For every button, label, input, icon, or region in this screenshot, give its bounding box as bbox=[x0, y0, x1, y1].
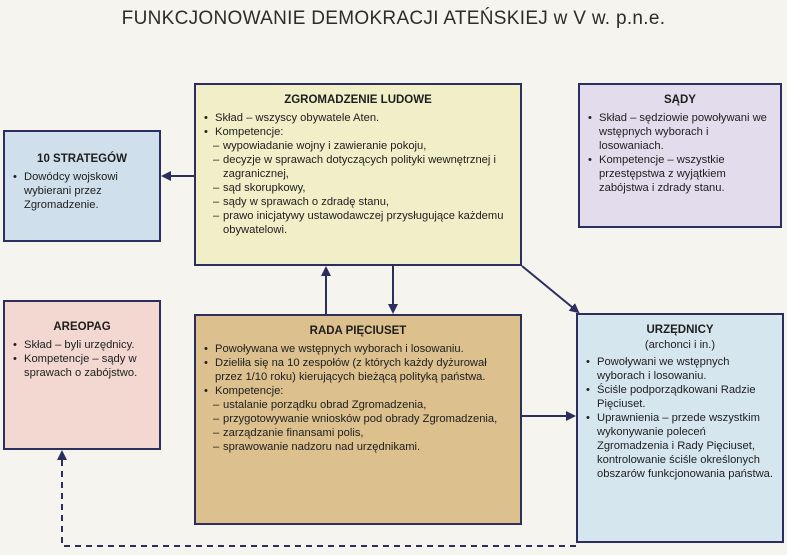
urzednicy-box: URZĘDNICY (archonci i in.) Powoływani we… bbox=[576, 313, 784, 543]
urzednicy-subheading: (archonci i in.) bbox=[644, 339, 716, 351]
dash-item: prawo inicjatywy ustawodawczej przysługu… bbox=[204, 209, 512, 237]
bullet-item: Dowódcy wojskowi wybierani przez Zgromad… bbox=[13, 170, 151, 212]
sady-box: SĄDY Skład – sędziowie powoływani we wst… bbox=[578, 83, 782, 228]
areopag-heading: AREOPAG bbox=[53, 321, 111, 333]
bullet-item: Dzieliła się na 10 zespołów (z których k… bbox=[204, 356, 512, 384]
bullet-item: Skład – wszyscy obywatele Aten. bbox=[204, 111, 512, 125]
rada-list: Powoływana we wstępnych wyborach i losow… bbox=[204, 342, 512, 454]
bullet-item: Kompetencje – wszystkie przestępstwa z w… bbox=[588, 153, 772, 195]
dash-item: wypowiadanie wojny i zawieranie pokoju, bbox=[204, 139, 512, 153]
urzednicy-heading: URZĘDNICY bbox=[646, 324, 714, 336]
bullet-item: Kompetencje – sądy w sprawach o zabójstw… bbox=[13, 352, 151, 380]
bullet-item: Kompetencje: bbox=[204, 384, 512, 398]
bullet-item: Powoływani we wstępnych wyborach i losow… bbox=[586, 355, 774, 383]
areopag-list: Skład – byli urzędnicy.Kompetencje – sąd… bbox=[13, 338, 151, 380]
rada-pieciuset-box: RADA PIĘCIUSET Powoływana we wstępnych w… bbox=[194, 314, 522, 525]
zgromadzenie-heading: ZGROMADZENIE LUDOWE bbox=[284, 94, 432, 106]
bullet-item: Uprawnienia – przede wszystkim wykonywan… bbox=[586, 411, 774, 481]
rada-heading: RADA PIĘCIUSET bbox=[309, 325, 407, 337]
page-title: FUNKCJONOWANIE DEMOKRACJI ATEŃSKIEJ w V … bbox=[121, 8, 666, 29]
areopag-box: AREOPAG Skład – byli urzędnicy.Kompetenc… bbox=[3, 300, 161, 450]
strategow-list: Dowódcy wojskowi wybierani przez Zgromad… bbox=[13, 170, 151, 212]
dash-item: sąd skorupkowy, bbox=[204, 181, 512, 195]
dash-item: sprawowanie nadzoru nad urzędnikami. bbox=[204, 440, 512, 454]
dash-item: sądy w sprawach o zdradę stanu, bbox=[204, 195, 512, 209]
sady-heading: SĄDY bbox=[664, 94, 696, 106]
dash-item: przygotowywanie wniosków pod obrady Zgro… bbox=[204, 412, 512, 426]
bullet-item: Ściśle podporządkowani Radzie Pięciuset. bbox=[586, 383, 774, 411]
dash-item: zarządzanie finansami polis, bbox=[204, 426, 512, 440]
dash-item: ustalanie porządku obrad Zgromadzenia, bbox=[204, 398, 512, 412]
dash-item: decyzje w sprawach dotyczących polityki … bbox=[204, 153, 512, 181]
zgromadzenie-ludowe-box: ZGROMADZENIE LUDOWE Skład – wszyscy obyw… bbox=[194, 83, 522, 266]
strategow-heading: 10 STRATEGÓW bbox=[37, 153, 127, 165]
strategow-box: 10 STRATEGÓW Dowódcy wojskowi wybierani … bbox=[3, 130, 161, 242]
arrow-urzednicy-to-areopag-dashed bbox=[57, 450, 576, 547]
sady-list: Skład – sędziowie powoływani we wstępnyc… bbox=[588, 111, 772, 195]
arrow-zgromadzenie-to-urzednicy bbox=[521, 265, 580, 314]
bullet-item: Kompetencje: bbox=[204, 125, 512, 139]
bullet-item: Skład – sędziowie powoływani we wstępnyc… bbox=[588, 111, 772, 153]
zgromadzenie-list: Skład – wszyscy obywatele Aten.Kompetenc… bbox=[204, 111, 512, 237]
bullet-item: Powoływana we wstępnych wyborach i losow… bbox=[204, 342, 512, 356]
urzednicy-list: Powoływani we wstępnych wyborach i losow… bbox=[586, 355, 774, 481]
bullet-item: Skład – byli urzędnicy. bbox=[13, 338, 151, 352]
